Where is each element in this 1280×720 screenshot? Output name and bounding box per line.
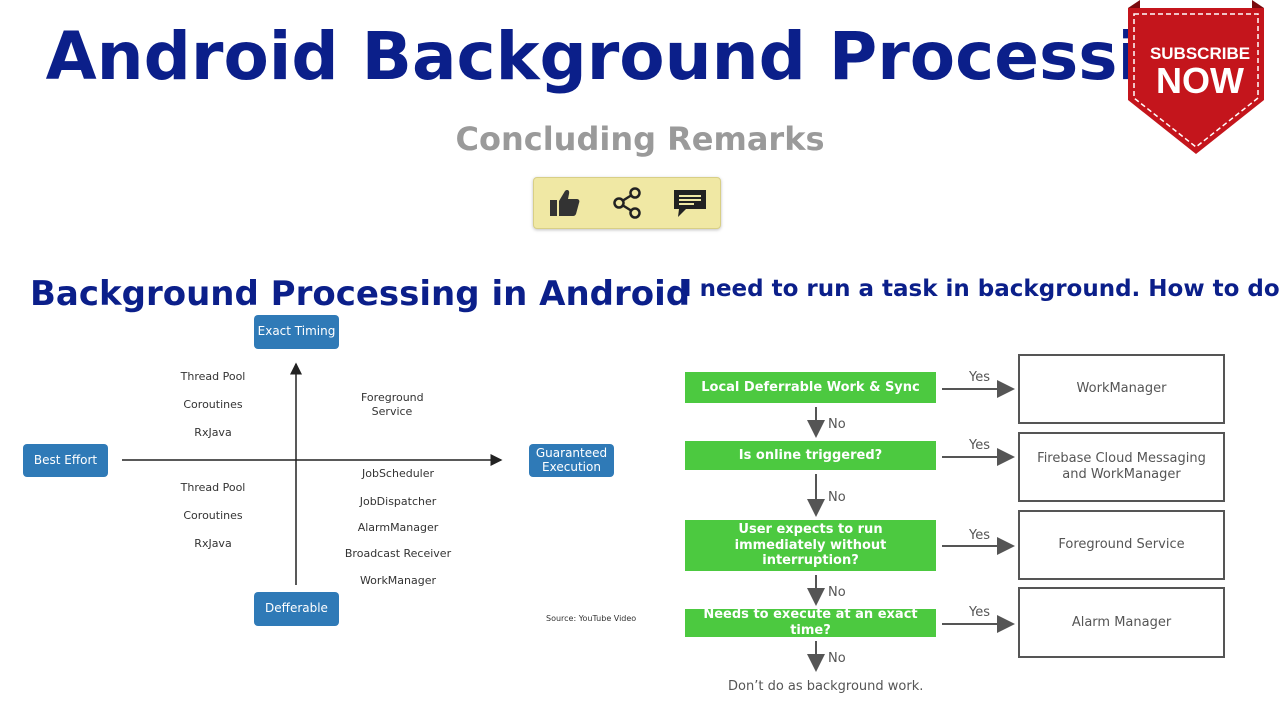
now-label: NOW [1156,60,1244,101]
subscribe-label: SUBSCRIBE [1149,44,1251,63]
flow-question-3: User expects to run immediately without … [685,520,936,571]
comment-icon[interactable] [672,187,706,219]
quadrant-bottom-left-item: RxJava [194,537,232,550]
source-note: Source: YouTube Video [546,614,637,623]
flow-question-2: Is online triggered? [685,441,936,470]
flow-answer-4: Alarm Manager [1018,587,1225,658]
flow-answer-3: Foreground Service [1018,510,1225,580]
axis-guaranteed-execution: Guaranteed Execution [529,444,614,477]
quadrant-bottom-right-item: JobScheduler [361,467,435,480]
axis-defferable: Defferable [254,592,339,626]
quadrant-bottom-left-item: Thread Pool [180,481,246,494]
right-heading: I need to run a task in background. How … [683,276,1280,302]
axis-best-effort: Best Effort [23,444,108,477]
no-label: No [828,585,846,600]
thumbs-up-icon[interactable] [548,187,582,219]
no-label: No [828,651,846,666]
share-icon[interactable] [610,187,644,219]
yes-label: Yes [969,528,990,543]
flow-question-1: Local Deferrable Work & Sync [685,372,936,403]
axis-exact-timing: Exact Timing [254,315,339,349]
quadrant-top-left-item: Coroutines [183,398,243,411]
action-bar [533,177,721,229]
no-label: No [828,490,846,505]
quadrant-bottom-right-item: WorkManager [359,574,437,587]
subscribe-ribbon[interactable] [1128,0,1264,156]
yes-label: Yes [969,605,990,620]
quadrant-bottom-left-item: Coroutines [183,509,243,522]
yes-label: Yes [969,438,990,453]
quadrant-top-left-item: Thread Pool [180,370,246,383]
page-title: Android Background Processing [45,18,1235,95]
quadrant-bottom-right-item: JobDispatcher [359,495,437,508]
flow-question-4: Needs to execute at an exact time? [685,607,936,638]
yes-label: Yes [969,370,990,385]
no-label: No [828,417,846,432]
flow-answer-1: WorkManager [1018,354,1225,424]
quadrant-top-right-item: Foreground Service [361,391,424,419]
flow-answer-2: Firebase Cloud Messaging and WorkManager [1018,432,1225,502]
left-heading: Background Processing in Android [30,274,691,314]
quadrant-bottom-right-item: AlarmManager [357,521,439,534]
page-subtitle: Concluding Remarks [455,120,825,158]
quadrant-top-left-item: RxJava [194,426,232,439]
flow-final-text: Don’t do as background work. [728,679,924,694]
quadrant-bottom-right-item: Broadcast Receiver [344,547,452,560]
